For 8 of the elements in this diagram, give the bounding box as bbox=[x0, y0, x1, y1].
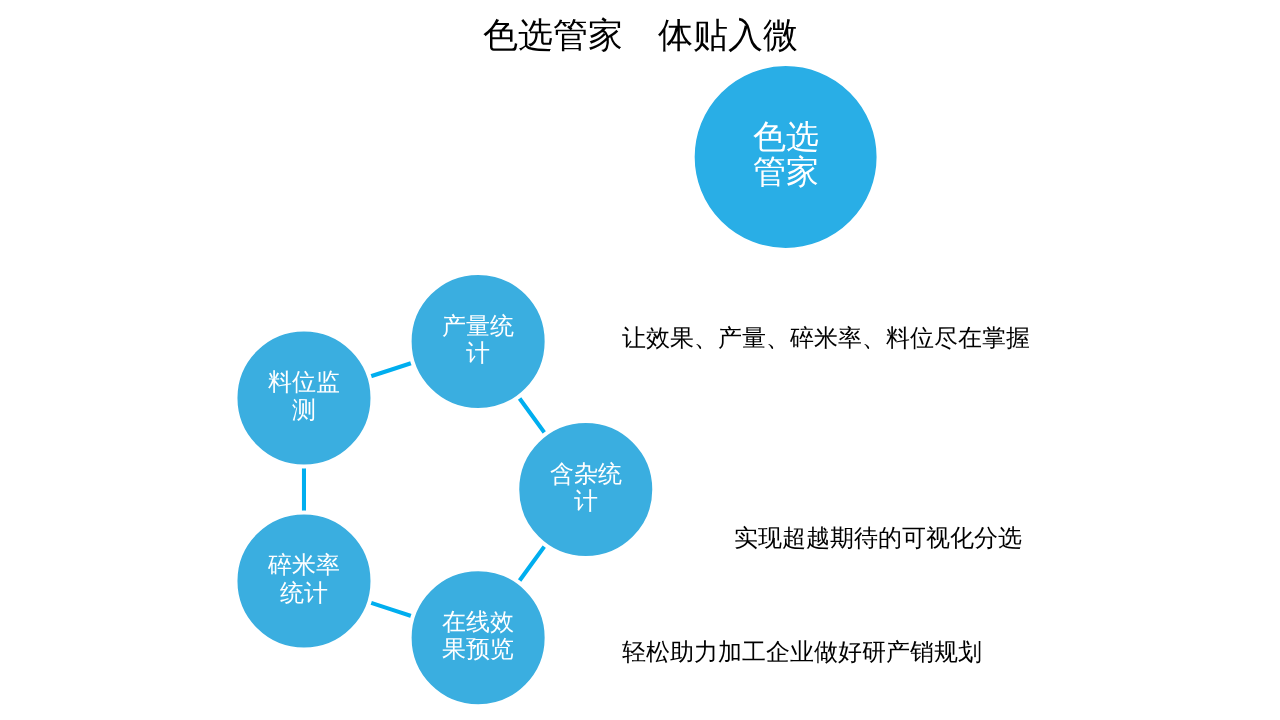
connector bbox=[368, 600, 413, 619]
label: 实现超越期待的可视化分选 bbox=[733, 522, 1022, 552]
label: 让效果、产量、碎米率、料位尽在掌握 bbox=[621, 323, 1030, 353]
connector bbox=[368, 360, 413, 379]
connector bbox=[516, 395, 547, 435]
connector bbox=[516, 543, 547, 583]
diagram-title: 色选管家 体贴入微 bbox=[482, 14, 798, 56]
label: 轻松助力加工企业做好研产销规划 bbox=[621, 636, 982, 666]
